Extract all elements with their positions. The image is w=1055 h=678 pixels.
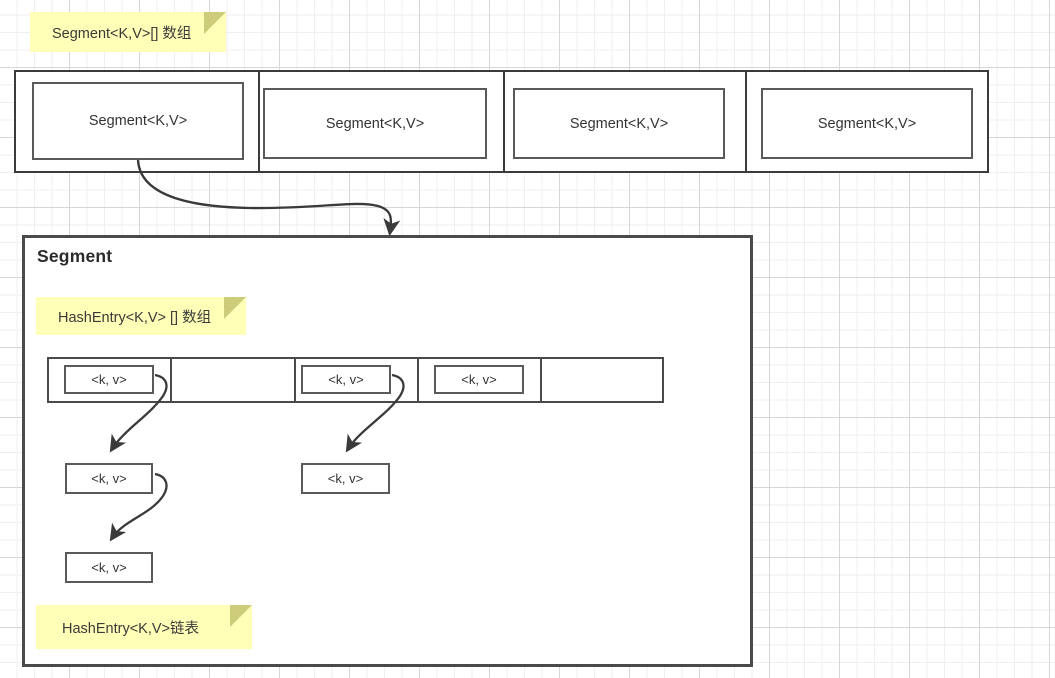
hash-slot-entry-2[interactable]: <k, v> bbox=[301, 365, 391, 394]
chain-node-0-label: <k, v> bbox=[91, 471, 127, 486]
segment-cell-3[interactable]: Segment<K,V> bbox=[761, 88, 973, 159]
note-fold-icon bbox=[224, 297, 246, 319]
segment-cell-3-label: Segment<K,V> bbox=[817, 115, 917, 132]
segment-cell-0[interactable]: Segment<K,V> bbox=[32, 82, 244, 160]
sticky-note-segment-array-label: Segment<K,V>[] 数组 bbox=[52, 25, 192, 42]
chain-node-2[interactable]: <k, v> bbox=[301, 463, 390, 494]
sticky-note-segment-array: Segment<K,V>[] 数组 bbox=[30, 12, 226, 52]
hash-slot-divider-2 bbox=[294, 357, 296, 403]
segment-cell-2[interactable]: Segment<K,V> bbox=[513, 88, 725, 159]
hash-slot-entry-2-label: <k, v> bbox=[328, 372, 364, 387]
hash-slot-divider-3 bbox=[417, 357, 419, 403]
segment-panel-title: Segment bbox=[37, 246, 113, 266]
segment-cell-1-label: Segment<K,V> bbox=[325, 115, 425, 132]
sticky-note-hashentry-chain: HashEntry<K,V>链表 bbox=[36, 605, 252, 649]
segment-cell-0-label: Segment<K,V> bbox=[88, 113, 188, 129]
chain-node-1-label: <k, v> bbox=[91, 560, 127, 575]
segment-array-divider-3 bbox=[745, 70, 747, 173]
segment-cell-2-label: Segment<K,V> bbox=[569, 115, 669, 132]
chain-node-1[interactable]: <k, v> bbox=[65, 552, 153, 583]
note-fold-icon bbox=[204, 12, 226, 34]
hash-slot-entry-3-label: <k, v> bbox=[461, 372, 497, 387]
hash-slot-entry-0[interactable]: <k, v> bbox=[64, 365, 154, 394]
hash-slot-divider-1 bbox=[170, 357, 172, 403]
sticky-note-hashentry-array-label: HashEntry<K,V> [] 数组 bbox=[58, 309, 212, 326]
sticky-note-hashentry-array: HashEntry<K,V> [] 数组 bbox=[36, 297, 246, 335]
chain-node-2-label: <k, v> bbox=[327, 471, 364, 486]
hash-slot-divider-4 bbox=[540, 357, 542, 403]
hash-slot-entry-0-label: <k, v> bbox=[91, 372, 127, 387]
sticky-note-hashentry-chain-label: HashEntry<K,V>链表 bbox=[62, 620, 199, 637]
segment-cell-1[interactable]: Segment<K,V> bbox=[263, 88, 487, 159]
hash-slot-entry-3[interactable]: <k, v> bbox=[434, 365, 524, 394]
note-fold-icon bbox=[230, 605, 252, 627]
chain-node-0[interactable]: <k, v> bbox=[65, 463, 153, 494]
segment-array-divider-2 bbox=[503, 70, 505, 173]
segment-array-divider-1 bbox=[258, 70, 260, 173]
